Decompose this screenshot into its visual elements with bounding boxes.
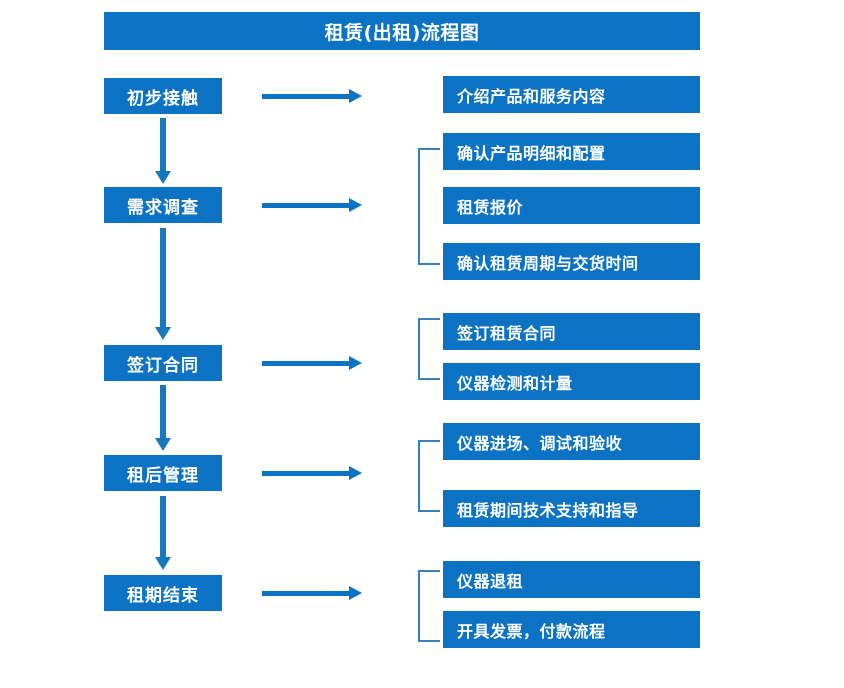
stage-box-租期结束[interactable]: 租期结束: [104, 575, 222, 611]
horizontal-arrow-icon-2: [262, 198, 362, 212]
vertical-arrow-icon-2: [155, 228, 171, 340]
vertical-arrow-icon-1: [155, 118, 171, 184]
group-bracket-2: [418, 148, 440, 265]
horizontal-arrow-icon-4: [262, 466, 362, 480]
detail-box-签订租赁合同[interactable]: 签订租赁合同: [443, 313, 700, 350]
group-bracket-4: [418, 440, 440, 512]
vertical-arrow-icon-3: [155, 385, 171, 451]
stage-box-租后管理[interactable]: 租后管理: [104, 455, 222, 491]
stage-box-需求调查[interactable]: 需求调查: [104, 187, 222, 223]
group-bracket-5: [418, 570, 440, 642]
horizontal-arrow-icon-1: [262, 89, 362, 103]
detail-box-确认租赁周期与交货时间[interactable]: 确认租赁周期与交货时间: [443, 243, 700, 280]
horizontal-arrow-icon-3: [262, 356, 362, 370]
detail-box-仪器退租[interactable]: 仪器退租: [443, 561, 700, 598]
detail-box-租赁报价[interactable]: 租赁报价: [443, 187, 700, 224]
detail-box-确认产品明细和配置[interactable]: 确认产品明细和配置: [443, 133, 700, 170]
detail-box-介绍产品和服务内容[interactable]: 介绍产品和服务内容: [443, 76, 700, 113]
detail-box-仪器进场调试和验收[interactable]: 仪器进场、调试和验收: [443, 423, 700, 460]
group-bracket-3: [418, 318, 440, 380]
stage-box-签订合同[interactable]: 签订合同: [104, 345, 222, 381]
page-title: 租赁(出租)流程图: [104, 12, 700, 50]
detail-box-开具发票付款流程[interactable]: 开具发票，付款流程: [443, 611, 700, 648]
vertical-arrow-icon-4: [155, 496, 171, 570]
detail-box-仪器检测和计量[interactable]: 仪器检测和计量: [443, 363, 700, 400]
horizontal-arrow-icon-5: [262, 586, 362, 600]
detail-box-租赁期间技术支持和指导[interactable]: 租赁期间技术支持和指导: [443, 490, 700, 527]
stage-box-初步接触[interactable]: 初步接触: [104, 78, 222, 114]
